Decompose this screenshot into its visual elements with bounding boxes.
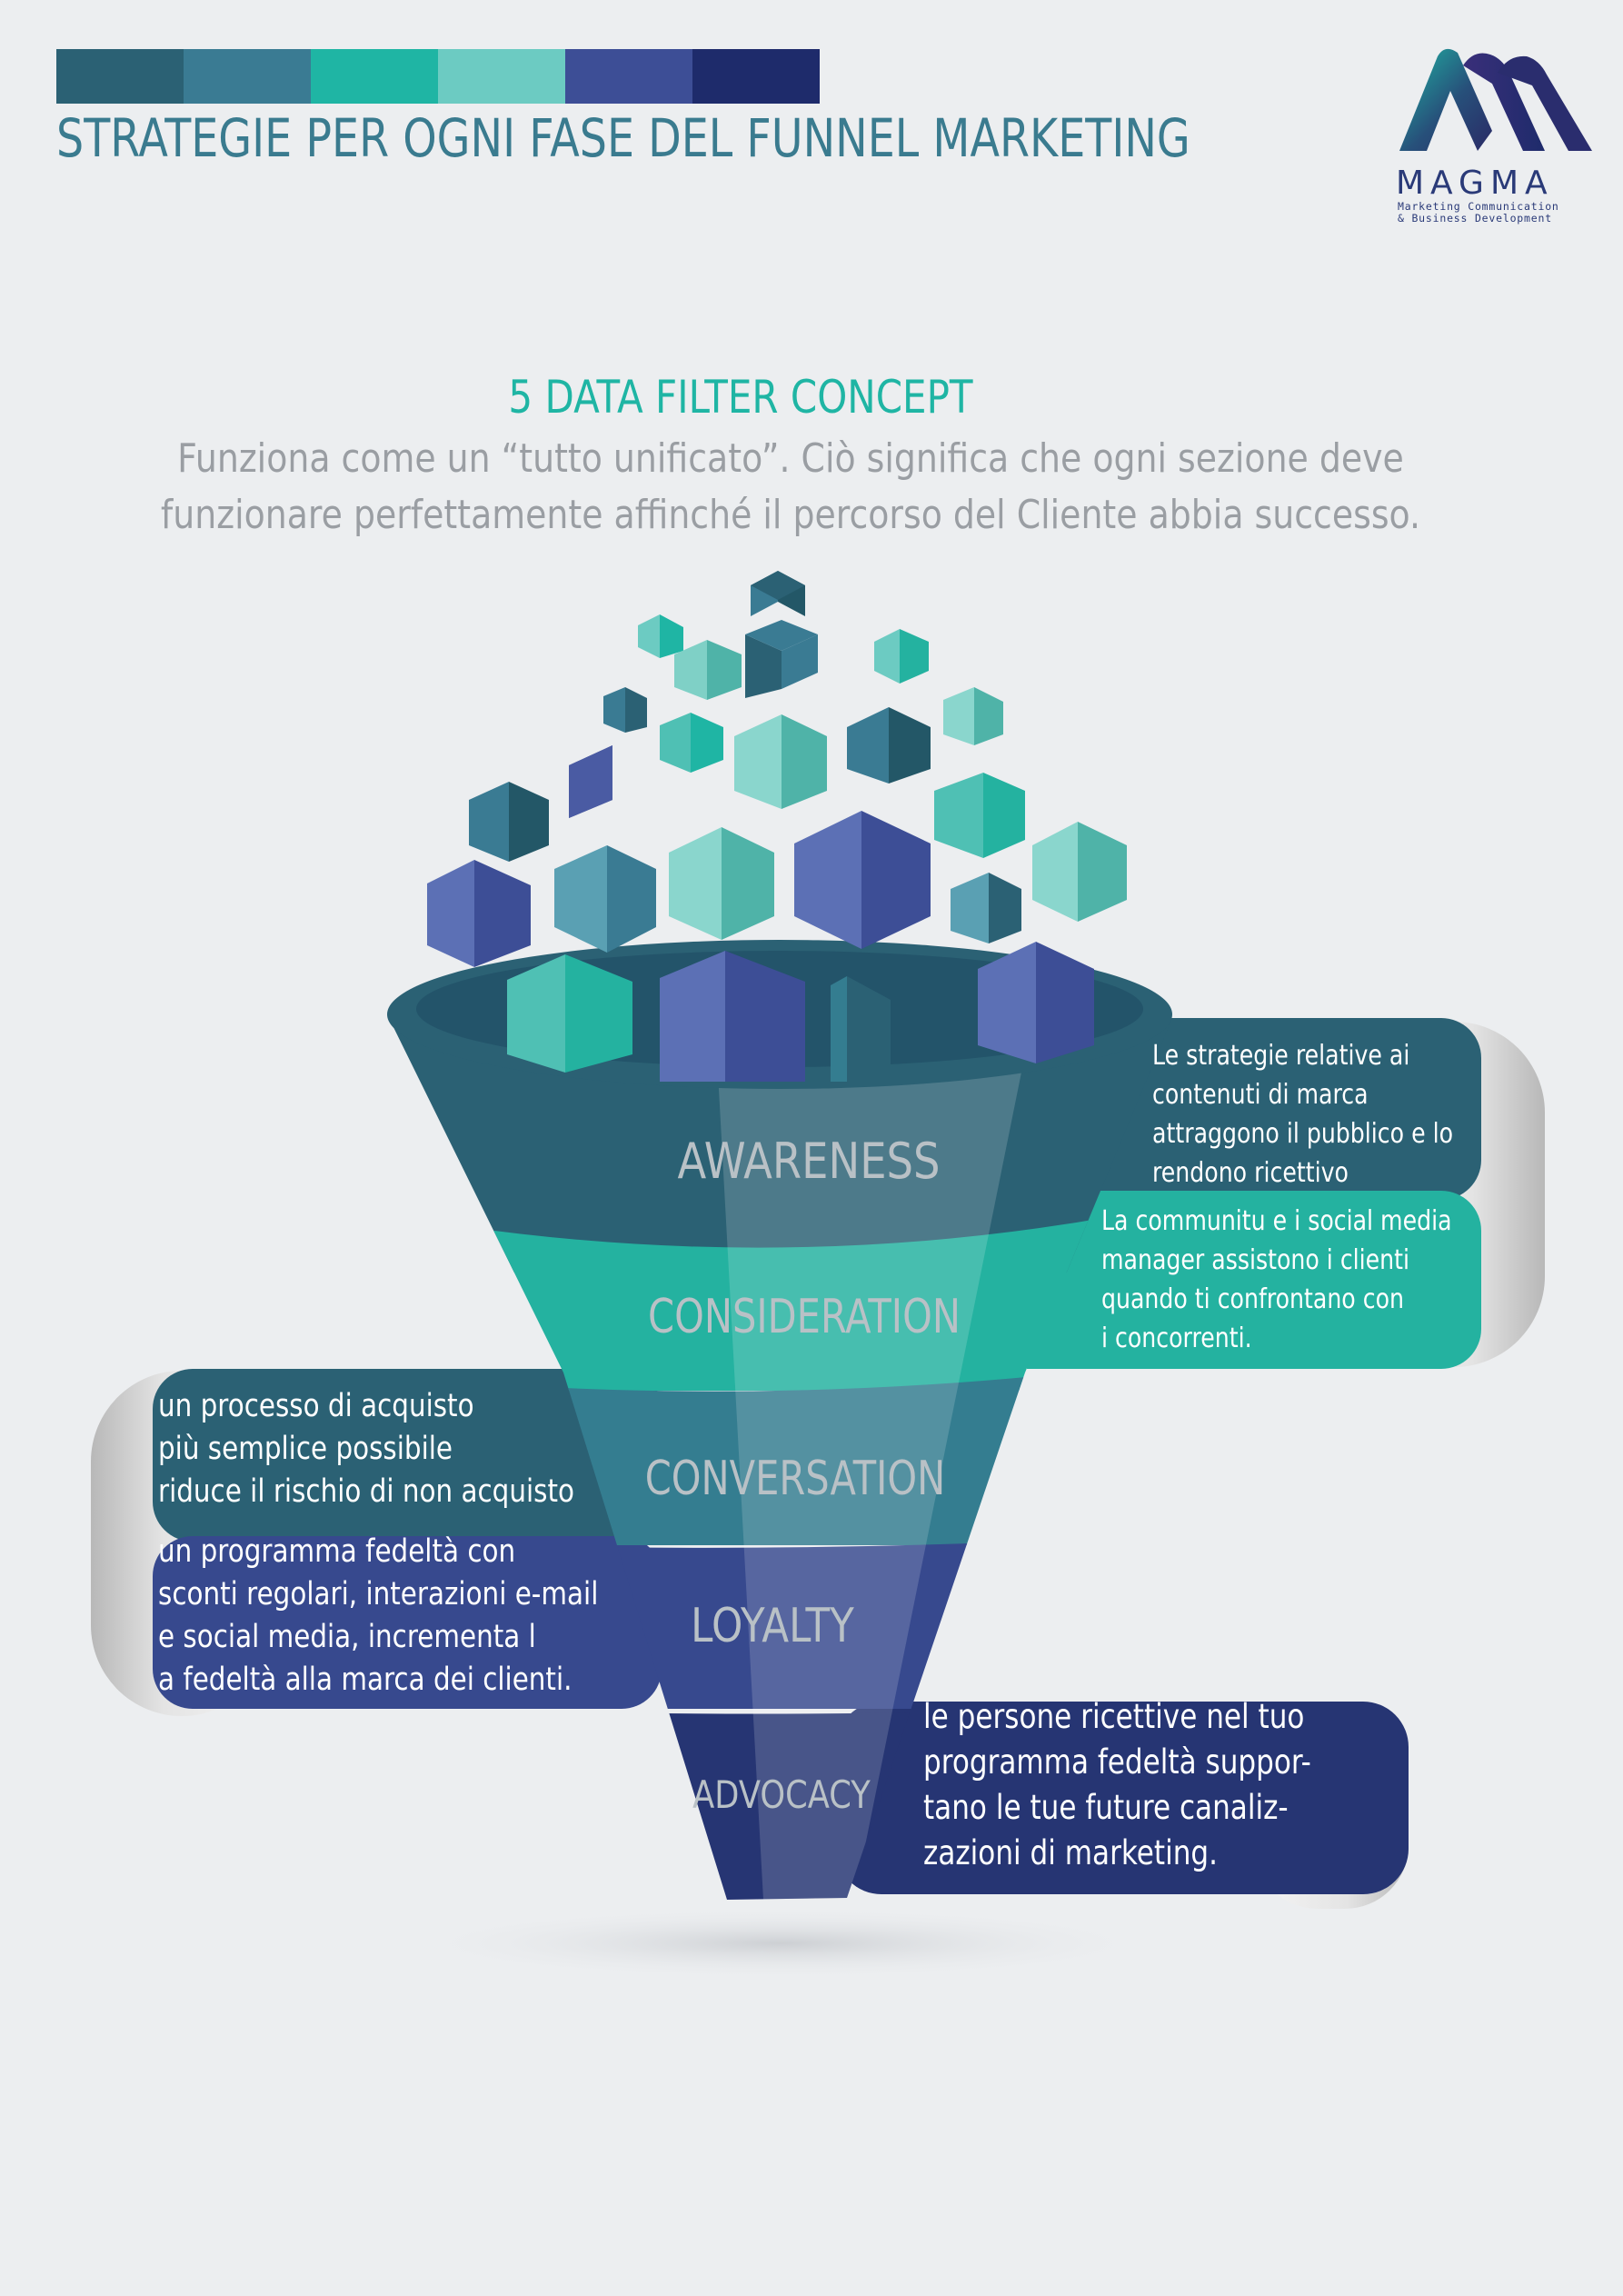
intro-line: funzionare perfettamente affinché il per… — [160, 492, 1421, 538]
cube — [745, 620, 818, 698]
cube — [934, 773, 1025, 858]
cube — [638, 614, 683, 658]
cube — [951, 873, 1021, 943]
floor-shadow — [400, 1907, 1163, 1980]
stage-label-conversation: CONVERSATION — [644, 1452, 946, 1506]
note-loyalty: un programma fedeltà con sconti regolari… — [158, 1533, 599, 1698]
cube — [874, 629, 929, 684]
logo-wordmark: MAGMA — [1396, 165, 1554, 202]
cube — [660, 713, 723, 773]
cube — [427, 860, 531, 967]
cube — [978, 942, 1094, 1063]
cube — [669, 827, 774, 940]
data-cubes — [427, 571, 1127, 1082]
note-card-awareness — [1072, 1018, 1481, 1200]
cube — [674, 640, 742, 700]
note-advocacy: le persone ricettive nel tuo programma f… — [923, 1697, 1311, 1872]
cube — [469, 782, 549, 862]
cube — [569, 745, 612, 818]
strip-block — [692, 49, 820, 104]
concept-intro: Funziona come un “tutto unificato”. Ciò … — [111, 431, 1470, 544]
magma-logo — [1399, 48, 1592, 151]
stage-label-awareness: AWARENESS — [677, 1133, 941, 1190]
stage-label-consideration: CONSIDERATION — [648, 1290, 961, 1344]
note-card-consideration — [1027, 1191, 1481, 1369]
stage-label-loyalty: LOYALTY — [691, 1599, 854, 1653]
cube — [507, 954, 632, 1073]
note-card-advocacy — [836, 1702, 1409, 1894]
strip-block — [184, 49, 311, 104]
note-card-conversation — [153, 1369, 662, 1542]
header-color-strip — [56, 49, 820, 104]
note-awareness: Le strategie relative ai contenuti di ma… — [1152, 1040, 1454, 1189]
strip-block — [56, 49, 184, 104]
cube — [831, 976, 891, 1082]
note-consideration: La communitu e i social media manager as… — [1101, 1205, 1452, 1354]
cube — [1032, 822, 1127, 922]
strip-block — [311, 49, 438, 104]
note-conversation: un processo di acquisto più semplice pos… — [158, 1388, 574, 1510]
logo-tagline: Marketing Communication & Business Devel… — [1398, 201, 1607, 225]
strip-block — [565, 49, 692, 104]
strip-block — [438, 49, 565, 104]
concept-heading: 5 DATA FILTER CONCEPT — [508, 371, 973, 424]
funnel-highlight — [718, 1045, 1027, 1900]
note-card-loyalty — [153, 1536, 662, 1709]
logo-tagline-line: Marketing Communication — [1398, 200, 1559, 213]
intro-line: Funziona come un “tutto unificato”. Ciò … — [177, 435, 1404, 482]
logo-tagline-line: & Business Development — [1398, 212, 1552, 225]
cube — [603, 687, 647, 733]
cube — [847, 707, 931, 784]
cube — [751, 571, 805, 616]
page-title: STRATEGIE PER OGNI FASE DEL FUNNEL MARKE… — [56, 107, 1190, 169]
cube — [943, 687, 1003, 745]
cube — [794, 811, 931, 949]
cube — [660, 951, 805, 1082]
stage-label-advocacy: ADVOCACY — [692, 1772, 871, 1817]
cube — [554, 845, 656, 953]
cube — [734, 714, 827, 809]
